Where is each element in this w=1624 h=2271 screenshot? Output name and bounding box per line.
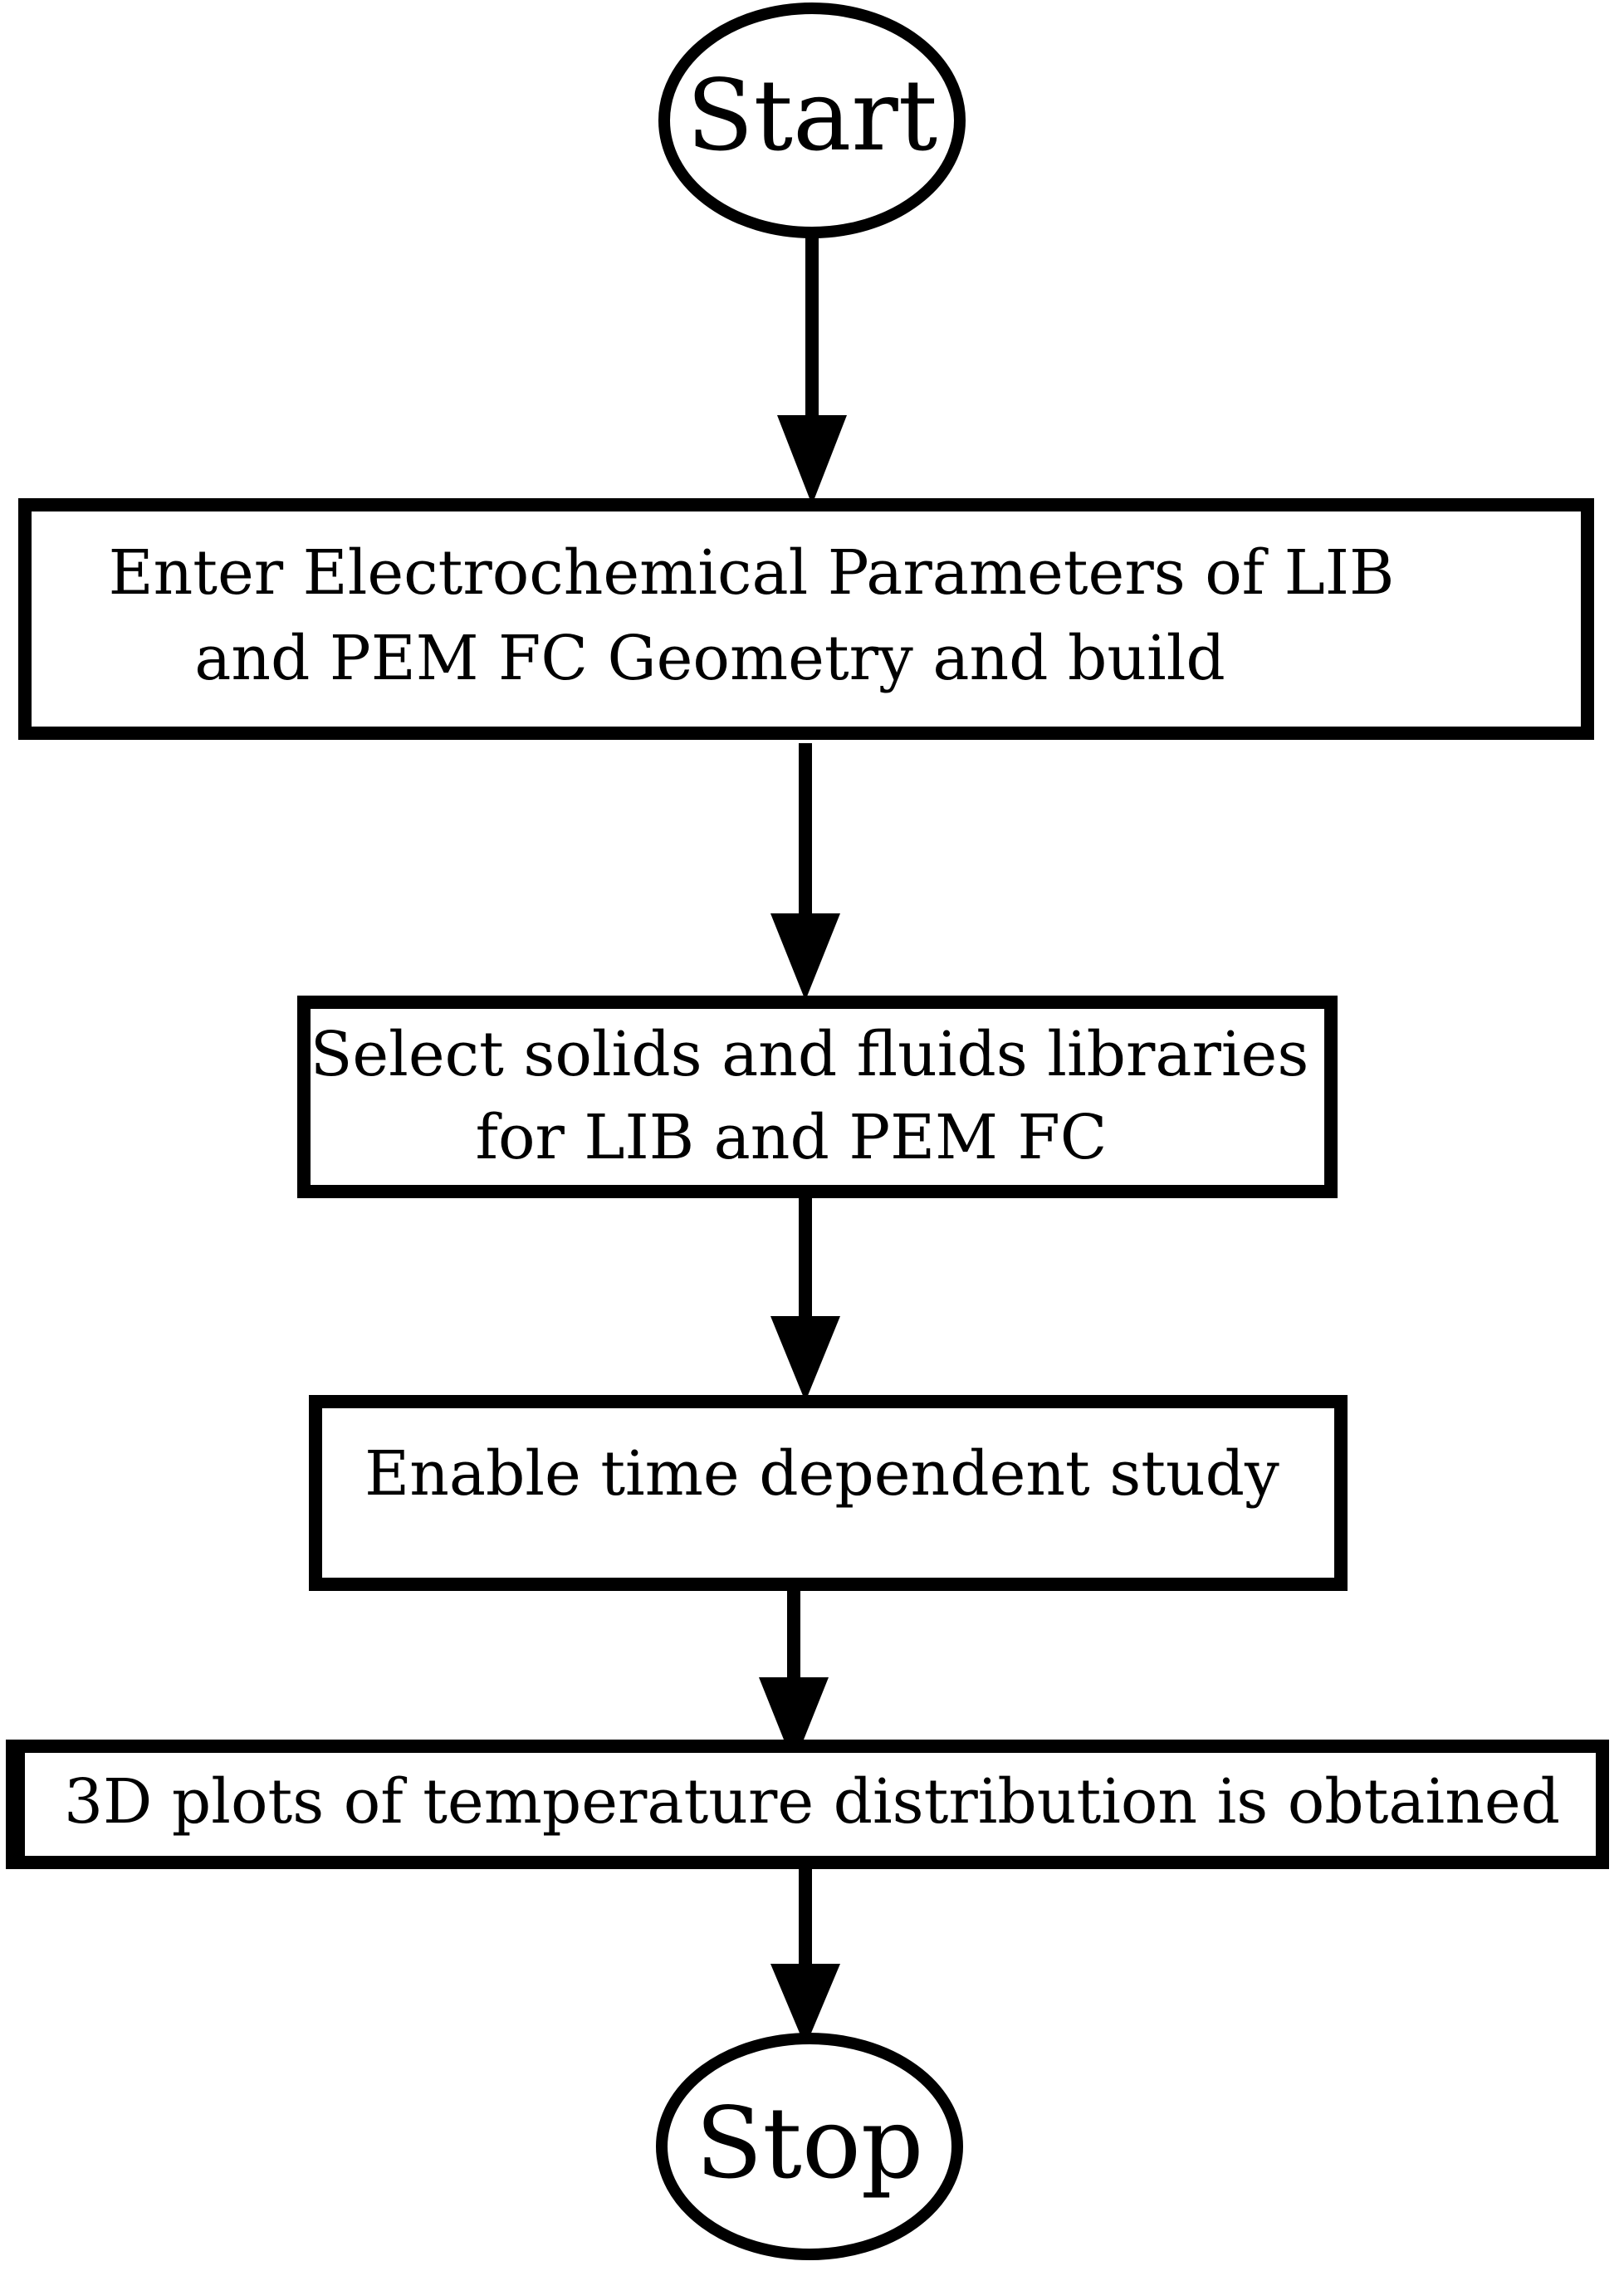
arrow-head [759,1677,829,1764]
process-box-4-left-edge [7,1740,25,1869]
arrow-step-3-to-step-4 [759,1586,829,1764]
start-label: Start [687,58,937,173]
process-box-2 [297,996,1338,1198]
arrow-head [770,1316,840,1402]
stop-node: Stop [656,2033,963,2260]
arrow-head [770,913,840,1001]
process-step-3: Enable time dependent study [309,1395,1348,1591]
process-box-4 [6,1740,1609,1869]
process-step-4-line-1: 3D plots of temperature distribution is … [64,1766,1560,1838]
arrow-step-1-to-step-2 [770,743,840,1001]
process-box-1 [18,498,1594,740]
arrow-start-to-step-1 [777,232,847,505]
process-step-2-line-2: for LIB and PEM FC [476,1102,1108,1173]
arrow-head [777,415,847,505]
process-box-3 [309,1395,1348,1591]
process-step-2-line-1: Select solids and fluids libraries [311,1019,1309,1090]
process-step-2: Select solids and fluids libraries for L… [297,996,1338,1198]
arrow-step-2-to-step-3 [770,1193,840,1402]
stop-label: Stop [696,2086,924,2200]
process-step-1: Enter Electrochemical Parameters of LIB … [18,498,1594,740]
arrow-head [770,1964,840,2047]
arrow-step-4-to-stop [770,1868,840,2047]
stop-ellipse [656,2033,963,2260]
process-step-4: 3D plots of temperature distribution is … [6,1740,1609,1869]
process-step-1-line-2: and PEM FC Geometry and build [194,623,1225,694]
process-step-1-line-1: Enter Electrochemical Parameters of LIB [109,537,1395,609]
process-step-3-line-1: Enable time dependent study [364,1438,1279,1510]
start-node: Start [658,2,966,238]
